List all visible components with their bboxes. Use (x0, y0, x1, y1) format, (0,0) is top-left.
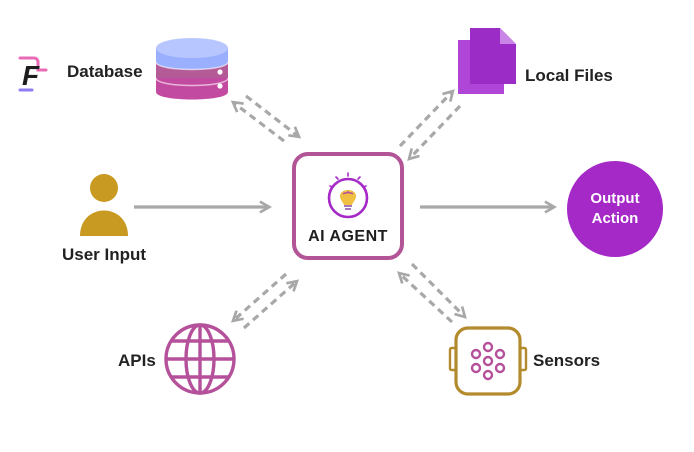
output-label-line1: Output (590, 190, 640, 207)
output-action-node: Output Action (567, 161, 663, 257)
logo-letter: F (22, 60, 40, 91)
connector-arrows (134, 89, 558, 330)
arrow-agent-to-apis (230, 272, 288, 323)
brain-bulb-icon (327, 172, 369, 219)
ai-agent-node: AI AGENT (292, 152, 404, 260)
apis-label: APIs (118, 351, 156, 370)
arrow-agent-to-database (230, 100, 285, 143)
arrow-apis-to-agent (242, 279, 300, 330)
local-files-label: Local Files (525, 66, 613, 85)
database-icon (155, 38, 229, 100)
arrow-agent-to-files (398, 89, 455, 148)
sensors-label: Sensors (533, 351, 601, 370)
arrow-agent-to-sensors (410, 262, 467, 319)
sensor-icon (448, 326, 528, 396)
user-icon (80, 174, 128, 236)
arrow-sensors-to-agent (397, 271, 454, 324)
arrow-database-to-agent (245, 94, 302, 139)
globe-icon (164, 323, 236, 395)
ai-agent-label: AI AGENT (308, 228, 388, 245)
output-label-line2: Action (591, 210, 639, 227)
arrow-files-to-agent (407, 104, 462, 161)
files-icon (458, 28, 516, 94)
database-label: Database (67, 62, 143, 81)
brand-logo-icon: F (18, 56, 48, 92)
user-input-label: User Input (62, 245, 147, 264)
